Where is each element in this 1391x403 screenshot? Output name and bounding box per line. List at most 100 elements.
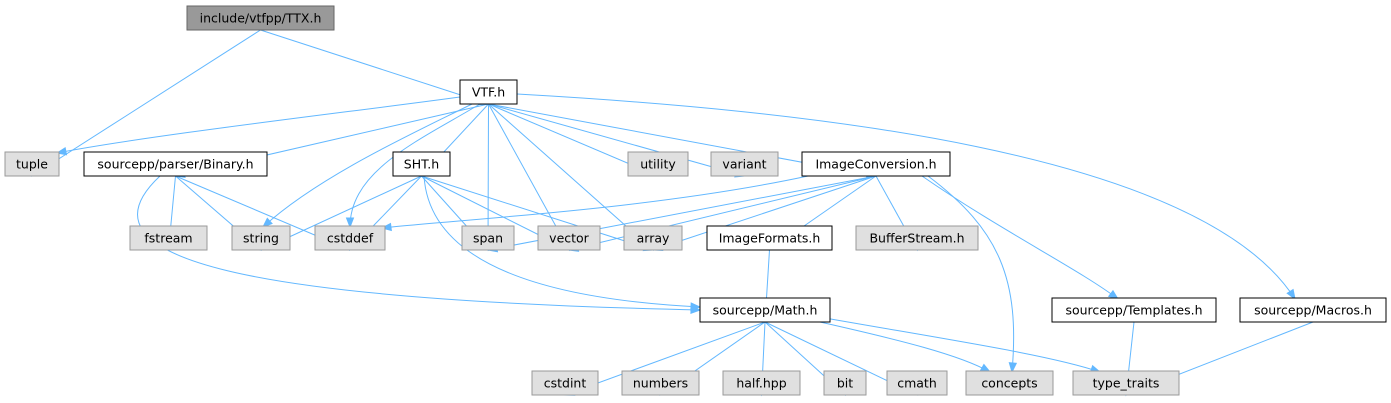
edge-arrowhead (690, 302, 702, 311)
edge-line (824, 317, 1101, 373)
node-label: include/vtfpp/TTX.h (200, 11, 322, 26)
node-label: BufferStream.h (869, 231, 964, 246)
edge-line (56, 96, 461, 154)
node-label: span (473, 231, 503, 246)
edge-line (819, 321, 991, 373)
node-imgformats[interactable]: ImageFormats.h (706, 225, 833, 251)
node-bufferstream[interactable]: BufferStream.h (855, 225, 979, 251)
edge-layer (30, 29, 1314, 397)
node-box (855, 225, 979, 251)
edge-line (927, 175, 1015, 373)
node-macros[interactable]: sourcepp/Macros.h (1239, 297, 1387, 323)
node-utility[interactable]: utility (627, 151, 689, 177)
node-label: concepts (981, 376, 1037, 391)
node-span[interactable]: span (461, 225, 515, 251)
node-sht[interactable]: SHT.h (392, 151, 451, 177)
edge-line (31, 29, 261, 177)
node-label: bit (837, 376, 853, 391)
node-array[interactable]: array (623, 225, 683, 251)
node-variant[interactable]: variant (710, 151, 779, 177)
edge-math-to-concepts (819, 321, 992, 373)
node-box (1239, 297, 1387, 323)
node-box (699, 297, 831, 323)
edge-sht-to-math (423, 175, 702, 311)
node-box (129, 225, 208, 251)
edge-math-to-typetraits (824, 317, 1102, 373)
node-box (1051, 297, 1217, 323)
node-box (710, 151, 779, 177)
node-label: vector (549, 231, 590, 246)
edge-line (423, 175, 701, 308)
edge-sht-to-array (421, 175, 655, 252)
node-box (823, 370, 867, 396)
node-binary[interactable]: sourcepp/parser/Binary.h (83, 151, 268, 177)
edge-ttx-to-vtf (260, 29, 490, 106)
node-label: numbers (633, 376, 688, 391)
node-label: fstream (144, 231, 192, 246)
node-box (537, 225, 601, 251)
node-math[interactable]: sourcepp/Math.h (699, 297, 831, 323)
node-label: ImageConversion.h (815, 157, 936, 172)
node-imgconv[interactable]: ImageConversion.h (801, 151, 951, 177)
node-typetraits[interactable]: type_traits (1072, 370, 1180, 396)
node-label: cstdint (544, 376, 587, 391)
node-fstream[interactable]: fstream (129, 225, 208, 251)
node-cstdint[interactable]: cstdint (531, 370, 599, 396)
node-box (801, 151, 951, 177)
node-box (186, 5, 335, 31)
node-box (706, 225, 833, 251)
node-label: utility (640, 157, 676, 172)
edge-vtf-to-tuple (55, 96, 461, 156)
edge-vtf-to-variant (488, 103, 746, 178)
edge-vtf-to-string (261, 103, 473, 228)
edge-arrowhead (1008, 362, 1018, 374)
edge-line (421, 175, 654, 251)
node-box (531, 370, 599, 396)
node-label: half.hpp (736, 376, 786, 391)
node-numbers[interactable]: numbers (621, 370, 700, 396)
node-label: sourcepp/Math.h (713, 303, 818, 318)
node-string[interactable]: string (231, 225, 291, 251)
edge-imgconv-to-concepts (927, 175, 1018, 374)
node-ttx[interactable]: include/vtfpp/TTX.h (186, 5, 335, 31)
edge-line (262, 103, 473, 228)
node-label: tuple (16, 157, 48, 172)
edge-line (652, 175, 877, 251)
node-concepts[interactable]: concepts (965, 370, 1054, 396)
node-label: sourcepp/parser/Binary.h (97, 157, 253, 172)
node-label: ImageFormats.h (719, 231, 821, 246)
edge-line (488, 103, 745, 177)
node-cmath[interactable]: cmath (886, 370, 948, 396)
node-label: sourcepp/Macros.h (1254, 303, 1372, 318)
edge-arrowhead (380, 222, 392, 232)
node-label: cstddef (327, 231, 374, 246)
node-label: SHT.h (404, 157, 439, 172)
node-vector[interactable]: vector (537, 225, 601, 251)
node-box (627, 151, 689, 177)
node-vtf[interactable]: VTF.h (459, 79, 518, 105)
node-bit[interactable]: bit (823, 370, 867, 396)
node-label: variant (722, 157, 766, 172)
edge-line (137, 175, 701, 311)
node-box (461, 225, 515, 251)
node-cstddef[interactable]: cstddef (314, 225, 386, 251)
node-half[interactable]: half.hpp (722, 370, 801, 396)
node-box (965, 370, 1054, 396)
edge-arrowhead (345, 217, 355, 229)
node-box (621, 370, 700, 396)
edge-arrowhead (1286, 288, 1296, 301)
edge-line (921, 175, 1119, 300)
node-box (231, 225, 291, 251)
node-box (459, 79, 518, 105)
edge-line (516, 93, 1296, 300)
node-box (722, 370, 801, 396)
edge-line (568, 175, 877, 251)
edge-imgconv-to-cstddef (380, 175, 809, 232)
node-templates[interactable]: sourcepp/Templates.h (1051, 297, 1217, 323)
node-label: cmath (897, 376, 937, 391)
edge-arrowhead (261, 217, 273, 228)
node-tuple[interactable]: tuple (4, 151, 60, 177)
node-box (392, 151, 451, 177)
